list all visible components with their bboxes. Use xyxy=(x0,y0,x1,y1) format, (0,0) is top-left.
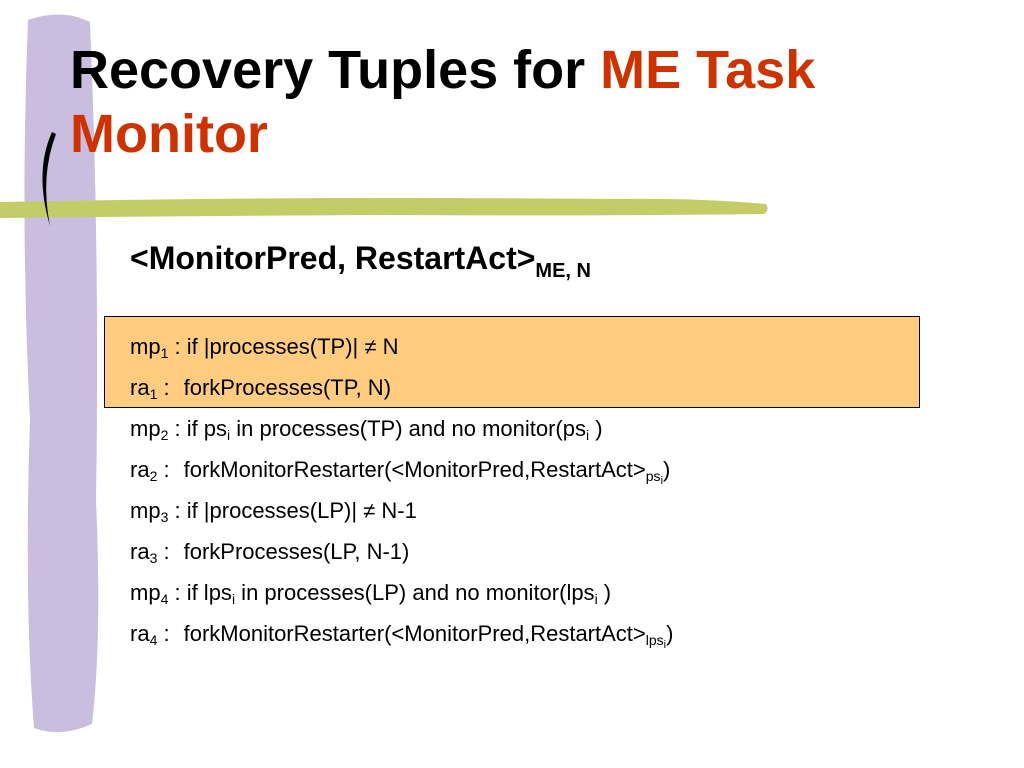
lavender-side-bar xyxy=(24,14,99,733)
recovery-tuple-list: mp1 : if |processes(TP)| ≠ N ra1 :forkPr… xyxy=(130,326,673,654)
line-body-a: : if lps xyxy=(168,580,232,605)
line-prefix: mp xyxy=(130,498,161,523)
line-ra4: ra4 : forkMonitorRestarter(<MonitorPred,R… xyxy=(130,613,673,654)
line-prefix: ra xyxy=(130,621,150,646)
line-body-a: : if ps xyxy=(168,416,228,441)
line-body-c: ) xyxy=(597,580,612,605)
tuple-text: <MonitorPred, RestartAct> xyxy=(130,240,536,276)
line-prefix: ra xyxy=(130,375,150,400)
line-body: : if |processes(TP)| ≠ N xyxy=(168,334,399,359)
line-mp2: mp2 : if psi in processes(TP) and no mon… xyxy=(130,408,673,449)
tuple-subscript: ME, N xyxy=(535,260,591,282)
line-subscript: i xyxy=(231,591,236,607)
line-index: 2 xyxy=(149,468,158,484)
subscript-index: i xyxy=(663,639,667,651)
line-body-b: in processes(LP) and no monitor(lps xyxy=(235,580,595,605)
subscript-text: lps xyxy=(645,632,664,648)
line-prefix: mp xyxy=(130,334,161,359)
line-body: forkProcesses(TP, N) xyxy=(183,375,392,400)
line-separator: : xyxy=(157,621,170,646)
line-body: forkMonitorRestarter(<MonitorPred,Restar… xyxy=(183,457,646,482)
line-mp4: mp4 : if lpsi in processes(LP) and no mo… xyxy=(130,572,673,613)
line-body-b: in processes(TP) and no monitor(ps xyxy=(230,416,586,441)
bracket-mark xyxy=(42,132,56,226)
line-body: : if |processes(LP)| ≠ N-1 xyxy=(168,498,417,523)
line-ra3: ra3 : forkProcesses(LP, N-1) xyxy=(130,531,673,572)
green-brush-stripe xyxy=(0,198,768,218)
line-separator: : xyxy=(157,457,170,482)
line-separator: : xyxy=(157,375,170,400)
line-subscript: i xyxy=(594,591,598,607)
line-prefix: mp xyxy=(130,416,161,441)
title-accent-line1: ME Task xyxy=(600,40,816,100)
line-ra1: ra1 : forkProcesses(TP, N) xyxy=(130,367,673,408)
line-subscript: i xyxy=(586,427,590,443)
line-index: 3 xyxy=(160,509,169,525)
title-plain: Recovery Tuples for xyxy=(70,40,601,100)
line-body: forkProcesses(LP, N-1) xyxy=(183,539,410,564)
line-prefix: mp xyxy=(130,580,161,605)
line-end: ) xyxy=(666,621,674,646)
line-ra2: ra2 : forkMonitorRestarter(<MonitorPred,R… xyxy=(130,449,673,490)
line-body: forkMonitorRestarter(<MonitorPred,Restar… xyxy=(183,621,646,646)
line-mp1: mp1 : if |processes(TP)| ≠ N xyxy=(130,326,673,367)
line-body-c: ) xyxy=(589,416,603,441)
line-subscript: lpsi xyxy=(645,632,667,651)
subscript-index: i xyxy=(660,475,664,487)
line-subscript: psi xyxy=(645,468,664,487)
highlight-box xyxy=(104,316,920,408)
line-separator: : xyxy=(157,539,170,564)
line-index: 4 xyxy=(149,632,158,648)
tuple-heading: <MonitorPred, RestartAct>ME, N xyxy=(130,240,591,283)
line-prefix: ra xyxy=(130,539,150,564)
title-accent-line2: Monitor xyxy=(70,104,268,164)
line-index: 1 xyxy=(160,345,169,361)
line-end: ) xyxy=(663,457,671,482)
line-index: 1 xyxy=(149,386,158,402)
subscript-text: ps xyxy=(645,468,661,484)
line-index: 3 xyxy=(149,550,158,566)
line-prefix: ra xyxy=(130,457,150,482)
slide-title: Recovery Tuples for ME Task Monitor xyxy=(70,38,1000,166)
line-mp3: mp3 : if |processes(LP)| ≠ N-1 xyxy=(130,490,673,531)
line-index: 4 xyxy=(160,591,169,607)
line-subscript: i xyxy=(227,427,231,443)
line-index: 2 xyxy=(160,427,169,443)
